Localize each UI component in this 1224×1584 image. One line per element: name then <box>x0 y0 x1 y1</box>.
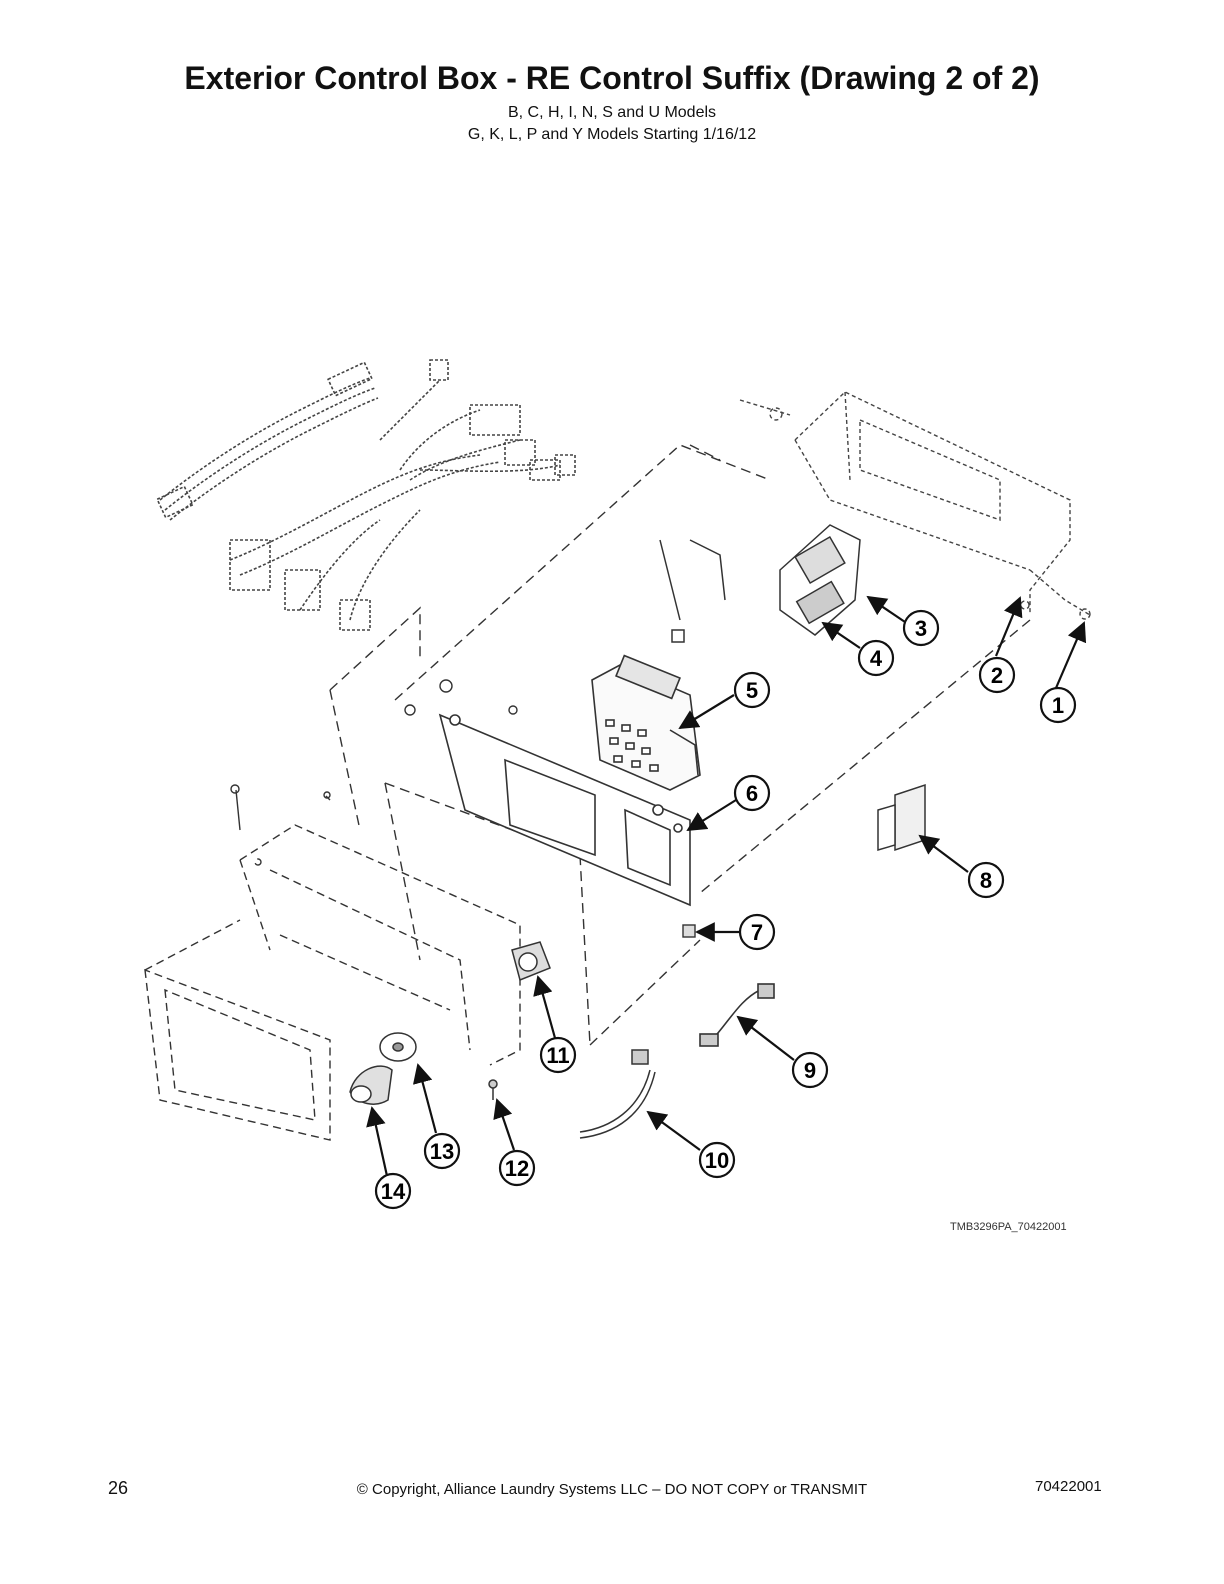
drawing-reference: TMB3296PA_70422001 <box>950 1221 1067 1233</box>
exterior-box-drawing <box>144 824 521 1141</box>
relay-board-drawing <box>659 524 861 643</box>
callout-4: 4 <box>857 639 895 677</box>
svg-text:3: 3 <box>915 616 927 641</box>
copyright-notice: © Copyright, Alliance Laundry Systems LL… <box>356 1481 868 1498</box>
mounting-plate-drawing <box>438 713 691 907</box>
page-number: 26 <box>108 1478 129 1498</box>
control-module-drawing <box>591 654 701 791</box>
callout-12: 12 <box>498 1149 536 1187</box>
svg-text:2: 2 <box>991 663 1003 688</box>
svg-text:13: 13 <box>430 1139 454 1164</box>
terminal-block-drawing <box>877 783 926 852</box>
wire-harness-drawing <box>156 359 576 631</box>
document-number: 70422001 <box>1035 1478 1102 1495</box>
callout-7: 7 <box>738 913 776 951</box>
callout-9: 9 <box>791 1051 829 1089</box>
callout-leader-lines <box>366 595 1087 1177</box>
callout-2: 2 <box>978 656 1016 694</box>
svg-text:11: 11 <box>546 1043 569 1068</box>
panel-outline-dashed <box>329 444 1031 1046</box>
callout-1: 1 <box>1039 686 1077 724</box>
callout-6: 6 <box>733 774 771 812</box>
svg-text:8: 8 <box>980 868 992 893</box>
callout-8: 8 <box>967 861 1005 899</box>
svg-text:9: 9 <box>804 1058 816 1083</box>
callout-3: 3 <box>902 609 940 647</box>
callout-13: 13 <box>423 1132 461 1170</box>
callout-11: 11 <box>539 1036 577 1074</box>
standoff-drawing <box>682 924 696 938</box>
page-title: Exterior Control Box - RE Control Suffix… <box>184 60 1040 96</box>
svg-text:7: 7 <box>751 920 763 945</box>
callout-5: 5 <box>733 671 771 709</box>
svg-text:4: 4 <box>870 646 883 671</box>
svg-text:1: 1 <box>1052 693 1064 718</box>
page-subtitle-models-dated: G, K, L, P and Y Models Starting 1/16/12 <box>467 126 757 143</box>
rear-bracket-drawing <box>739 391 1091 620</box>
svg-text:6: 6 <box>746 781 758 806</box>
harness-10-drawing <box>579 1049 656 1139</box>
svg-text:14: 14 <box>381 1179 406 1204</box>
page-subtitle-models: B, C, H, I, N, S and U Models <box>507 104 717 121</box>
svg-text:12: 12 <box>505 1156 529 1181</box>
knob-and-washer-drawing <box>349 1032 498 1105</box>
fan-drawing <box>511 941 551 982</box>
harness-9-drawing <box>699 983 775 1047</box>
callouts: 1 2 3 4 5 6 7 8 <box>374 609 1077 1210</box>
svg-text:5: 5 <box>746 678 758 703</box>
fastener-drawing <box>230 679 518 831</box>
callout-14: 14 <box>374 1172 412 1210</box>
svg-text:10: 10 <box>705 1148 729 1173</box>
callout-10: 10 <box>698 1141 736 1179</box>
